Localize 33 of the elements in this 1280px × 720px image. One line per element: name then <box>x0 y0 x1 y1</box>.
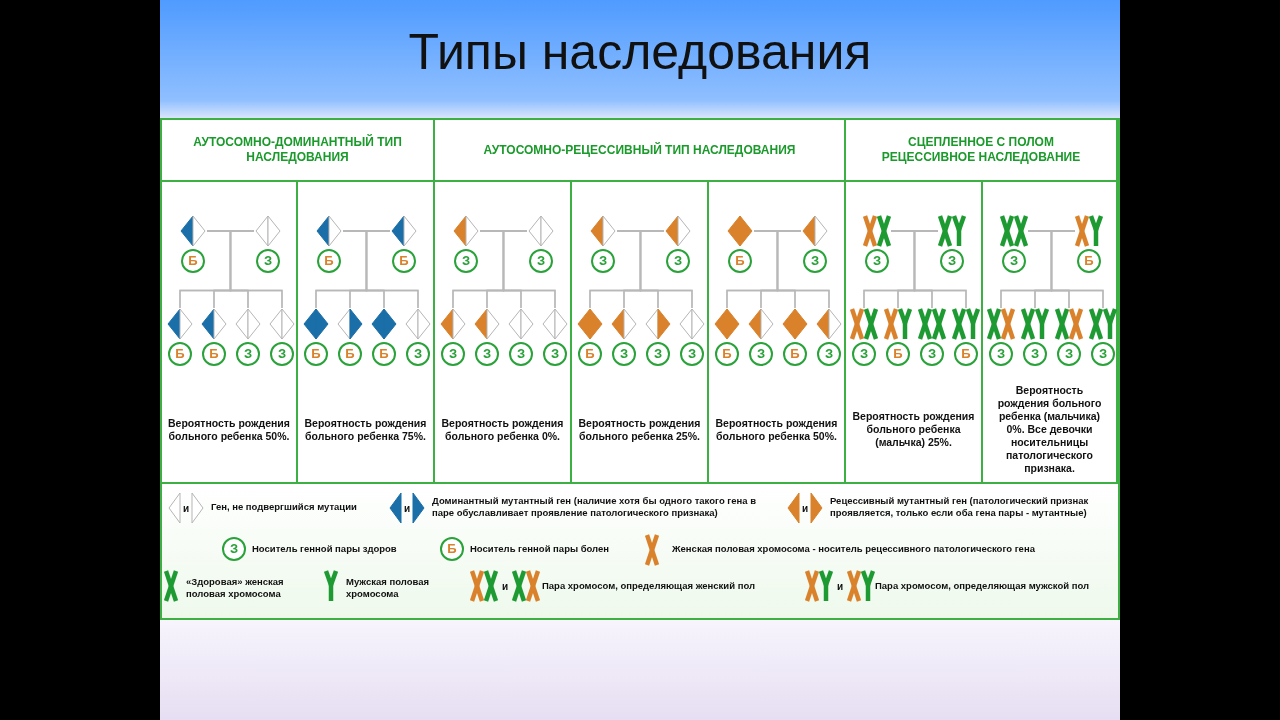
legend-text: Доминантный мутантный ген (наличие хотя бы одного такого гена в паре обуславливает проявление патологического признака) <box>432 495 758 519</box>
probability-note: Вероятность рождения больного ребенка (мальчка) 25%. <box>852 410 975 449</box>
pedigree-line <box>365 230 419 309</box>
pedigree-line <box>913 230 967 309</box>
probability-note: Вероятность рождения больного ребенка 75%. <box>304 416 427 443</box>
conjunction-text: и <box>836 580 845 592</box>
legend-text: Мужская половая хромосома <box>346 576 430 600</box>
legend-text: Пара хромосом, определяющая мужской пол <box>875 580 1091 592</box>
pedigree-line <box>639 230 693 309</box>
legend-text: Рецессивный мутантный ген (патологический признак проявляется, только если оба гена пары - мутантные) <box>830 495 1090 519</box>
conjunction-text: и <box>501 580 510 592</box>
pedigree-line <box>229 230 283 309</box>
probability-note: Вероятность рождения больного ребенка 50%. <box>168 416 290 443</box>
legend-text: Носитель генной пары болен <box>470 543 611 555</box>
legend-text: Ген, не подвергшийся мутации <box>211 501 358 513</box>
conjunction-text: и <box>182 502 191 514</box>
legend-text: Пара хромосом, определяющая женский пол <box>542 580 756 592</box>
slide-title: Типы наследования <box>407 23 873 82</box>
column-header: АУТОСОМНО-ДОМИНАНТНЫЙ ТИП НАСЛЕДОВАНИЯ <box>162 120 435 182</box>
probability-note: Вероятность рождения больного ребенка 25%. <box>578 416 701 443</box>
conjunction-text: и <box>403 502 412 514</box>
conjunction-text: и <box>801 502 810 514</box>
legend-text: Носитель генной пары здоров <box>252 543 398 555</box>
legend-text: Женская половая хромосома - носитель рецессивного патологического гена <box>672 543 1036 555</box>
probability-note: Вероятность рождения больного ребенка 50%. <box>715 416 838 443</box>
column-header: СЦЕПЛЕННОЕ С ПОЛОМ РЕЦЕССИВНОЕ НАСЛЕДОВАНИЕ <box>846 120 1118 182</box>
probability-note: Вероятность рождения больного ребенка 0%. <box>441 416 564 443</box>
pedigree-line <box>1050 230 1104 309</box>
pedigree-line <box>502 230 556 309</box>
pedigree-line <box>776 230 830 309</box>
probability-note: Вероятность рождения больного ребенка (мальчика) 0%. Все девочки носительницы патологического признака. <box>996 384 1103 475</box>
legend-text: «Здоровая» женская половая хромосома <box>186 576 285 600</box>
column-header: АУТОСОМНО-РЕЦЕССИВНЫЙ ТИП НАСЛЕДОВАНИЯ <box>435 120 846 182</box>
